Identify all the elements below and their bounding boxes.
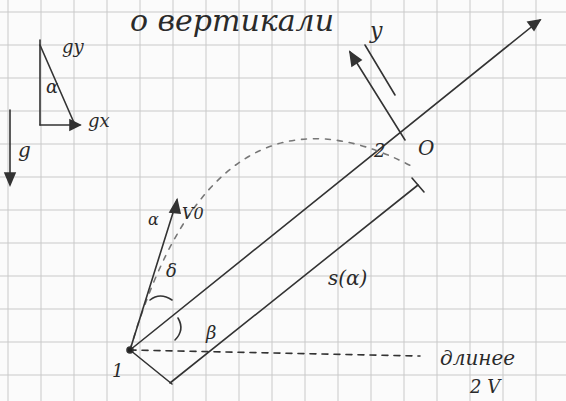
angle-label: δ — [166, 262, 177, 280]
angle-label: α — [148, 212, 159, 228]
vector-label: gy — [62, 38, 84, 56]
vector-label: V0 — [182, 206, 204, 222]
incline-sketch — [5, 20, 540, 384]
axis-label: y — [370, 20, 382, 42]
distance-label: s(α) — [328, 268, 367, 288]
heading-note: о вертикали — [130, 6, 334, 36]
point-label: 1 — [112, 362, 123, 380]
note-text: длинее — [440, 348, 515, 368]
vector-label: gx — [88, 112, 110, 130]
vector-label: g — [18, 140, 31, 160]
point-label: 2 — [374, 142, 385, 160]
point-label: O — [418, 138, 434, 158]
angle-label: β — [206, 324, 216, 342]
angle-label: α — [46, 78, 58, 96]
note-text: 2 V — [470, 378, 500, 396]
